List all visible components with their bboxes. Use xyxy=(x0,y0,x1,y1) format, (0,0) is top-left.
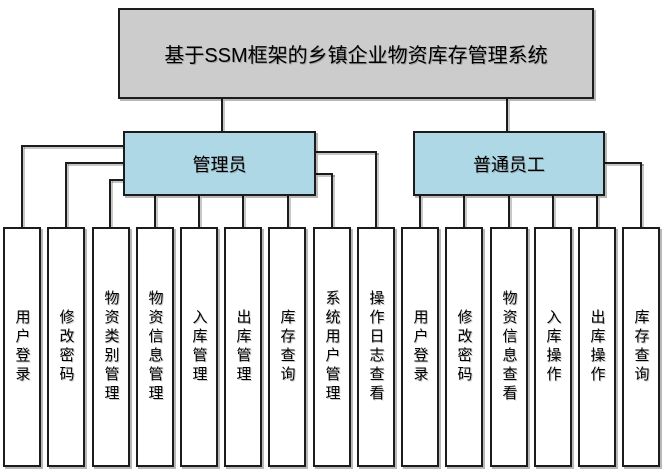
connector-staff-material-info xyxy=(508,196,510,227)
node-staff-outbound-operation: 出库操作 xyxy=(578,227,616,467)
node-staff-inventory-query: 库存查询 xyxy=(622,227,660,467)
node-admin-inventory-query: 库存查询 xyxy=(268,227,306,467)
connector-admin-op-log-v xyxy=(375,151,377,227)
connector-admin-op-log-h xyxy=(316,151,377,153)
connector-staff-user-login xyxy=(419,196,421,227)
connector-admin-system-user-v xyxy=(331,173,333,227)
connector-admin-material-info xyxy=(154,196,156,227)
connector-admin-material-category-h xyxy=(110,179,123,181)
node-staff-inbound-operation: 入库操作 xyxy=(534,227,572,467)
node-admin-outbound-mgmt: 出库管理 xyxy=(224,227,262,467)
connector-staff-inventory-v xyxy=(640,162,642,227)
node-admin-material-info-mgmt: 物资信息管理 xyxy=(136,227,174,467)
root-node-system-title: 基于SSM框架的乡镇企业物资库存管理系统 xyxy=(118,8,594,99)
connector-staff-change-password xyxy=(463,196,465,227)
branch-node-staff: 普通员工 xyxy=(413,131,605,196)
node-admin-inbound-mgmt: 入库管理 xyxy=(180,227,218,467)
node-admin-change-password: 修改密码 xyxy=(47,227,85,467)
connector-admin-inbound xyxy=(198,196,200,227)
connector-admin-inventory xyxy=(287,196,289,227)
branch-node-admin: 管理员 xyxy=(123,131,316,196)
connector-admin-user-login-v xyxy=(21,145,23,227)
connector-root-to-staff xyxy=(506,99,508,131)
connector-staff-inventory-h xyxy=(605,162,642,164)
connector-root-to-admin xyxy=(221,99,223,131)
node-staff-change-password: 修改密码 xyxy=(445,227,483,467)
connector-staff-inbound xyxy=(552,196,554,227)
node-admin-operation-log-view: 操作日志查看 xyxy=(357,227,395,467)
connector-admin-outbound xyxy=(242,196,244,227)
connector-admin-user-login-h xyxy=(22,145,123,147)
connector-admin-material-category-v xyxy=(109,179,111,227)
connector-admin-system-user-h xyxy=(316,173,333,175)
node-staff-material-info-view: 物资信息查看 xyxy=(490,227,528,467)
node-admin-user-login: 用户登录 xyxy=(3,227,41,467)
connector-staff-outbound xyxy=(596,196,598,227)
connector-admin-change-password-v xyxy=(65,162,67,227)
node-staff-user-login: 用户登录 xyxy=(401,227,439,467)
node-admin-material-category-mgmt: 物资类别管理 xyxy=(92,227,130,467)
node-admin-system-user-mgmt: 系统用户管理 xyxy=(313,227,351,467)
connector-admin-change-password-h xyxy=(66,162,123,164)
